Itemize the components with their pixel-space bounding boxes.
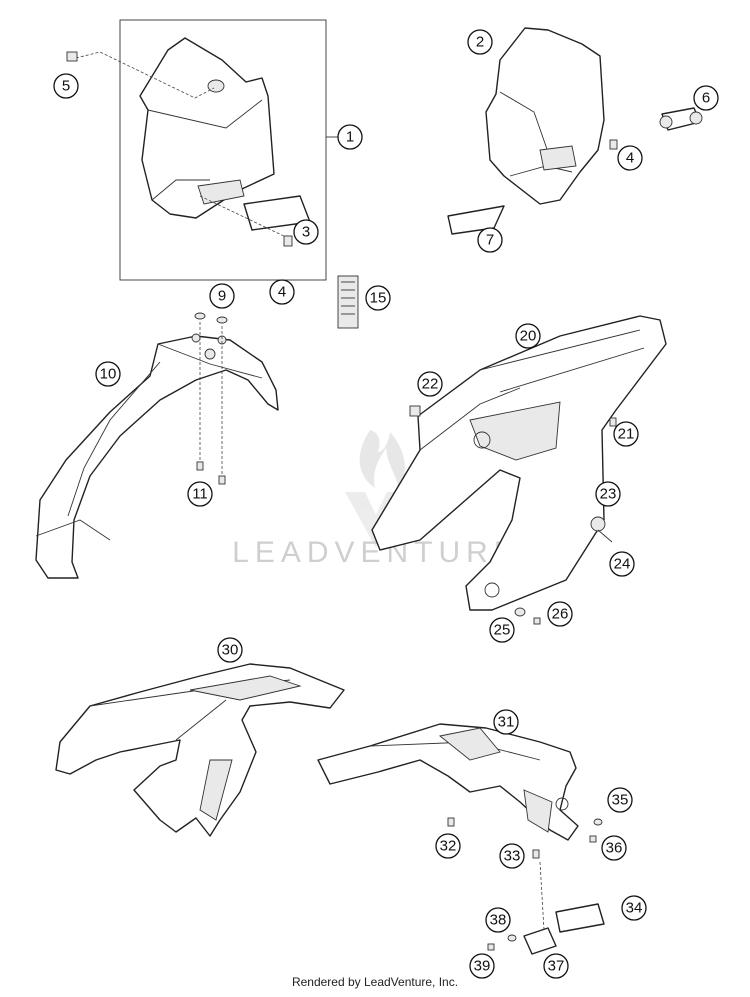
callout-20: 20 [515,323,541,349]
headlight-bracket-6 [659,107,703,131]
washer-25 [514,607,526,617]
screw-32 [447,817,455,827]
svg-text:2: 2 [476,34,484,51]
headlight-mask-2 [485,27,605,205]
screw-36 [589,835,597,843]
svg-text:7: 7 [486,232,494,249]
callout-5: 5 [53,73,79,99]
nut-22 [409,405,421,417]
svg-text:26: 26 [552,606,569,623]
rear-fender-31 [317,723,579,841]
screw-39 [487,943,495,951]
washers-9 [194,312,228,324]
callout-2: 2 [467,29,493,55]
callout-24: 24 [609,551,635,577]
leader-line-5 [75,51,215,99]
callout-35: 35 [607,787,633,813]
svg-text:31: 31 [498,714,515,731]
svg-text:6: 6 [702,90,710,107]
bushing-23 [590,516,606,532]
svg-text:33: 33 [504,848,521,865]
footer-credit: Rendered by LeadVenture, Inc. [291,975,459,989]
callout-4a: 4 [269,279,295,305]
callout-11: 11 [187,481,213,507]
rear-fender-20 [371,315,667,611]
callout-22: 22 [417,371,443,397]
svg-text:36: 36 [606,840,623,857]
callout-4b: 4 [617,145,643,171]
callout-30: 30 [217,637,243,663]
side-panel-set-30 [55,663,345,837]
callout-1: 1 [337,124,363,150]
callout-3: 3 [293,219,319,245]
svg-text:3: 3 [302,224,310,241]
callout-39: 39 [469,953,495,979]
callout-6: 6 [693,85,719,111]
screw-26 [533,617,541,625]
svg-text:15: 15 [370,290,387,307]
svg-text:22: 22 [422,376,439,393]
assembly-box [119,19,327,281]
svg-text:11: 11 [192,486,208,503]
callout-31: 31 [493,709,519,735]
callout-34: 34 [621,895,647,921]
callout-25: 25 [489,617,515,643]
svg-text:10: 10 [100,366,117,383]
callout-15: 15 [365,285,391,311]
watermark-text: LEADVENTURE [232,536,520,569]
screws-11 [196,322,226,485]
callout-7: 7 [477,227,503,253]
callout-10: 10 [95,361,121,387]
washer-35 [593,818,603,826]
svg-text:25: 25 [494,622,511,639]
svg-text:4: 4 [278,284,286,301]
plate-34 [555,903,605,933]
bracket-37 [523,927,557,955]
washer-38 [507,934,517,942]
sticker-15 [337,275,359,329]
svg-text:4: 4 [626,150,634,167]
svg-text:23: 23 [600,486,617,503]
svg-text:9: 9 [218,288,226,305]
leader-line-37 [539,861,545,931]
callout-38: 38 [485,907,511,933]
svg-text:24: 24 [614,556,631,573]
svg-text:1: 1 [346,129,354,146]
screw-21 [609,417,617,427]
headlight-mask-1 [139,37,275,219]
callout-32: 32 [435,833,461,859]
svg-text:35: 35 [612,792,629,809]
svg-text:20: 20 [520,328,537,345]
callout-21: 21 [613,421,639,447]
screw-24 [597,529,613,543]
callout-36: 36 [601,835,627,861]
callout-33: 33 [499,843,525,869]
svg-text:34: 34 [626,900,643,917]
svg-text:21: 21 [618,426,635,443]
svg-text:37: 37 [548,958,565,975]
callout-9: 9 [209,283,235,309]
svg-text:30: 30 [222,642,239,659]
screw-4b [609,139,618,150]
callout-37: 37 [543,953,569,979]
leader-line-4a [199,195,289,239]
svg-text:5: 5 [62,78,70,95]
front-fender-10 [35,333,279,579]
screw-33 [532,849,540,859]
callout-26: 26 [547,601,573,627]
svg-text:38: 38 [490,912,507,929]
svg-text:32: 32 [440,838,457,855]
screw-5 [66,51,78,62]
svg-text:39: 39 [474,958,491,975]
callout-23: 23 [595,481,621,507]
screw-4a [283,235,293,247]
